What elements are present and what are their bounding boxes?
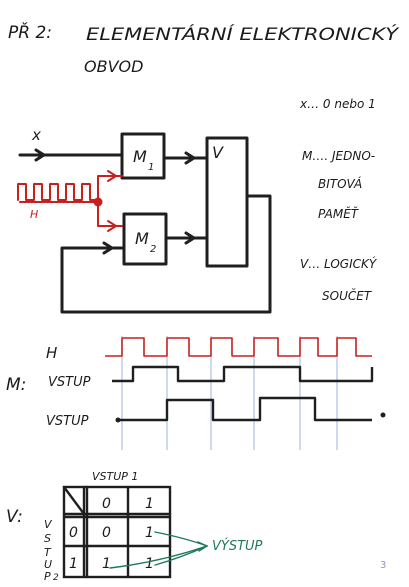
side-header-char: 2 xyxy=(53,573,59,583)
clock-arrow-m1 xyxy=(107,170,117,182)
timing-input1-wave xyxy=(112,365,374,383)
block-v xyxy=(205,136,249,268)
arrow-m1-to-v xyxy=(184,151,196,165)
clock-square-wave xyxy=(17,183,99,201)
input-x-arrowhead xyxy=(34,148,46,162)
cell-1-0: 1 xyxy=(102,556,111,572)
clock-circuit: H xyxy=(17,170,123,232)
row-header-1: 1 xyxy=(69,556,78,572)
block-v-label: V xyxy=(212,143,224,162)
block-m1-label: M xyxy=(133,147,147,166)
block-m2-label: M xyxy=(135,229,149,248)
arrow-m2-to-v xyxy=(184,231,196,245)
truth-table-side-header: V S T U P 2 xyxy=(44,518,59,583)
clock-junction xyxy=(93,197,103,207)
truth-table-section-label: V: xyxy=(6,507,23,527)
truth-table-top-header: VSTUP 1 xyxy=(92,470,138,483)
truth-table: V: VSTUP 1 V S T U P 2 0 1 0 1 0 1 xyxy=(6,470,263,583)
col-header-0: 0 xyxy=(102,496,111,512)
legend: x… 0 nebo 1 M…. JEDNO- BITOVÁ PAMĚŤ V… L… xyxy=(299,97,378,303)
timing-section-label: M: xyxy=(6,375,26,395)
timing-input2-wave xyxy=(118,396,372,422)
legend-m-line-3: PAMĚŤ xyxy=(318,206,360,221)
timing-input2-dot-end xyxy=(380,412,386,418)
legend-m-line-1: M…. JEDNO- xyxy=(302,149,375,163)
timing-clock-label: H xyxy=(46,344,57,362)
feedback-arrow xyxy=(102,241,114,255)
output-annotation: VÝSTUP xyxy=(212,538,263,554)
truth-table-grid xyxy=(62,485,172,579)
heading: PŘ 2: ELEMENTÁRNÍ ELEKTRONICKÝ OBVOD xyxy=(8,21,400,76)
input-x-label: x xyxy=(31,126,41,144)
legend-v-line-2: SOUČET xyxy=(322,288,373,303)
timing-input2-label: VSTUP xyxy=(46,414,89,429)
block-m1 xyxy=(120,132,166,180)
heading-line-1: ELEMENTÁRNÍ ELEKTRONICKÝ xyxy=(86,23,400,45)
timing-input1-label: VSTUP xyxy=(48,375,91,390)
cell-0-1: 1 xyxy=(145,525,154,541)
clock-arrow-m2 xyxy=(107,220,117,232)
block-m2-subscript: 2 xyxy=(150,244,156,255)
legend-v-line-1: V… LOGICKÝ xyxy=(300,256,378,271)
clock-wire-lower xyxy=(97,201,123,227)
timing-diagram: M: H VSTUP VSTUP xyxy=(6,336,386,450)
feedback-wire xyxy=(60,194,272,314)
side-header-char: V xyxy=(44,518,53,531)
page-number: 3 xyxy=(380,560,386,571)
heading-prefix: PŘ 2: xyxy=(8,21,52,43)
row-header-0: 0 xyxy=(69,525,78,541)
side-header-char: U xyxy=(44,558,52,571)
output-annotation-arrows xyxy=(109,531,209,569)
legend-x: x… 0 nebo 1 xyxy=(299,97,376,111)
side-header-char: T xyxy=(44,546,52,559)
circuit-diagram: x M 1 M 2 V xyxy=(18,126,272,314)
legend-m-line-2: BITOVÁ xyxy=(318,176,362,191)
heading-line-2: OBVOD xyxy=(84,57,143,76)
side-header-char: S xyxy=(44,532,51,545)
clock-label: H xyxy=(30,208,38,221)
timing-clock-wave xyxy=(105,337,372,357)
timing-input2-dot-start xyxy=(115,417,121,423)
cell-0-0: 0 xyxy=(102,525,111,541)
block-m1-subscript: 1 xyxy=(148,162,154,173)
cell-1-1: 1 xyxy=(145,556,154,572)
clock-wire xyxy=(19,175,123,203)
col-header-1: 1 xyxy=(145,496,154,512)
side-header-char: P xyxy=(44,570,51,583)
